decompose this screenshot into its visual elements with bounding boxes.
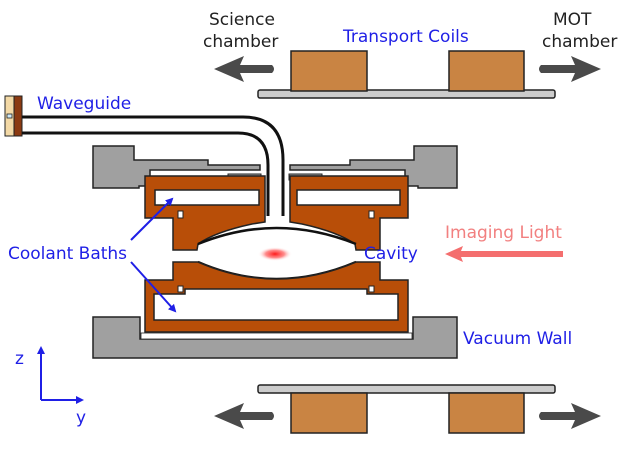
waveguide [4,95,285,216]
upper-coolant-bath-right [296,189,401,206]
arrow-right-mot-icon [539,56,601,82]
upper-copper-block [144,175,409,251]
z-axis-label: z [15,349,24,369]
bottom-coil-rail [257,384,556,394]
coordinate-axes [37,346,84,404]
waveguide-label: Waveguide [37,94,131,114]
mot-chamber-label-line1: MOT [553,10,592,30]
waveguide-tube-inner [22,131,270,216]
science-chamber-label-line2: chamber [203,32,278,52]
coolant-baths-label: Coolant Baths [8,244,127,264]
arrow-left-science-icon [214,56,274,82]
top-coil-left [290,50,368,92]
bottom-coil-left [290,392,368,434]
coolant-arrow-lower [130,261,177,313]
mot-chamber-label-line2: chamber [542,32,617,52]
top-coil-rail [257,89,556,99]
top-transport-assembly [214,50,601,99]
waveguide-tube-outer [22,115,285,216]
imaging-light-label: Imaging Light [445,223,562,243]
vacuum-wall-bottom [92,316,458,359]
top-coil-right [448,50,525,92]
imaging-light-arrow-icon [445,246,563,262]
lower-coolant-bath [153,288,399,321]
atom-cloud [258,247,292,261]
science-chamber-label-line1: Science [209,10,275,30]
coolant-arrow-upper [130,197,174,241]
cavity-label: Cavity [364,244,418,264]
upper-coolant-bath-left [154,189,260,206]
bottom-coil-right [448,392,525,434]
lower-copper-block [144,261,409,333]
cavity-upper-mirror-surface [197,226,357,246]
vacuum-wall-label: Vacuum Wall [463,329,572,349]
transport-coils-label: Transport Coils [342,27,469,47]
arrow-right-bottom-icon [539,403,601,429]
bottom-transport-assembly [214,384,601,434]
y-axis-label: y [76,408,86,428]
arrow-left-bottom-icon [214,403,274,429]
